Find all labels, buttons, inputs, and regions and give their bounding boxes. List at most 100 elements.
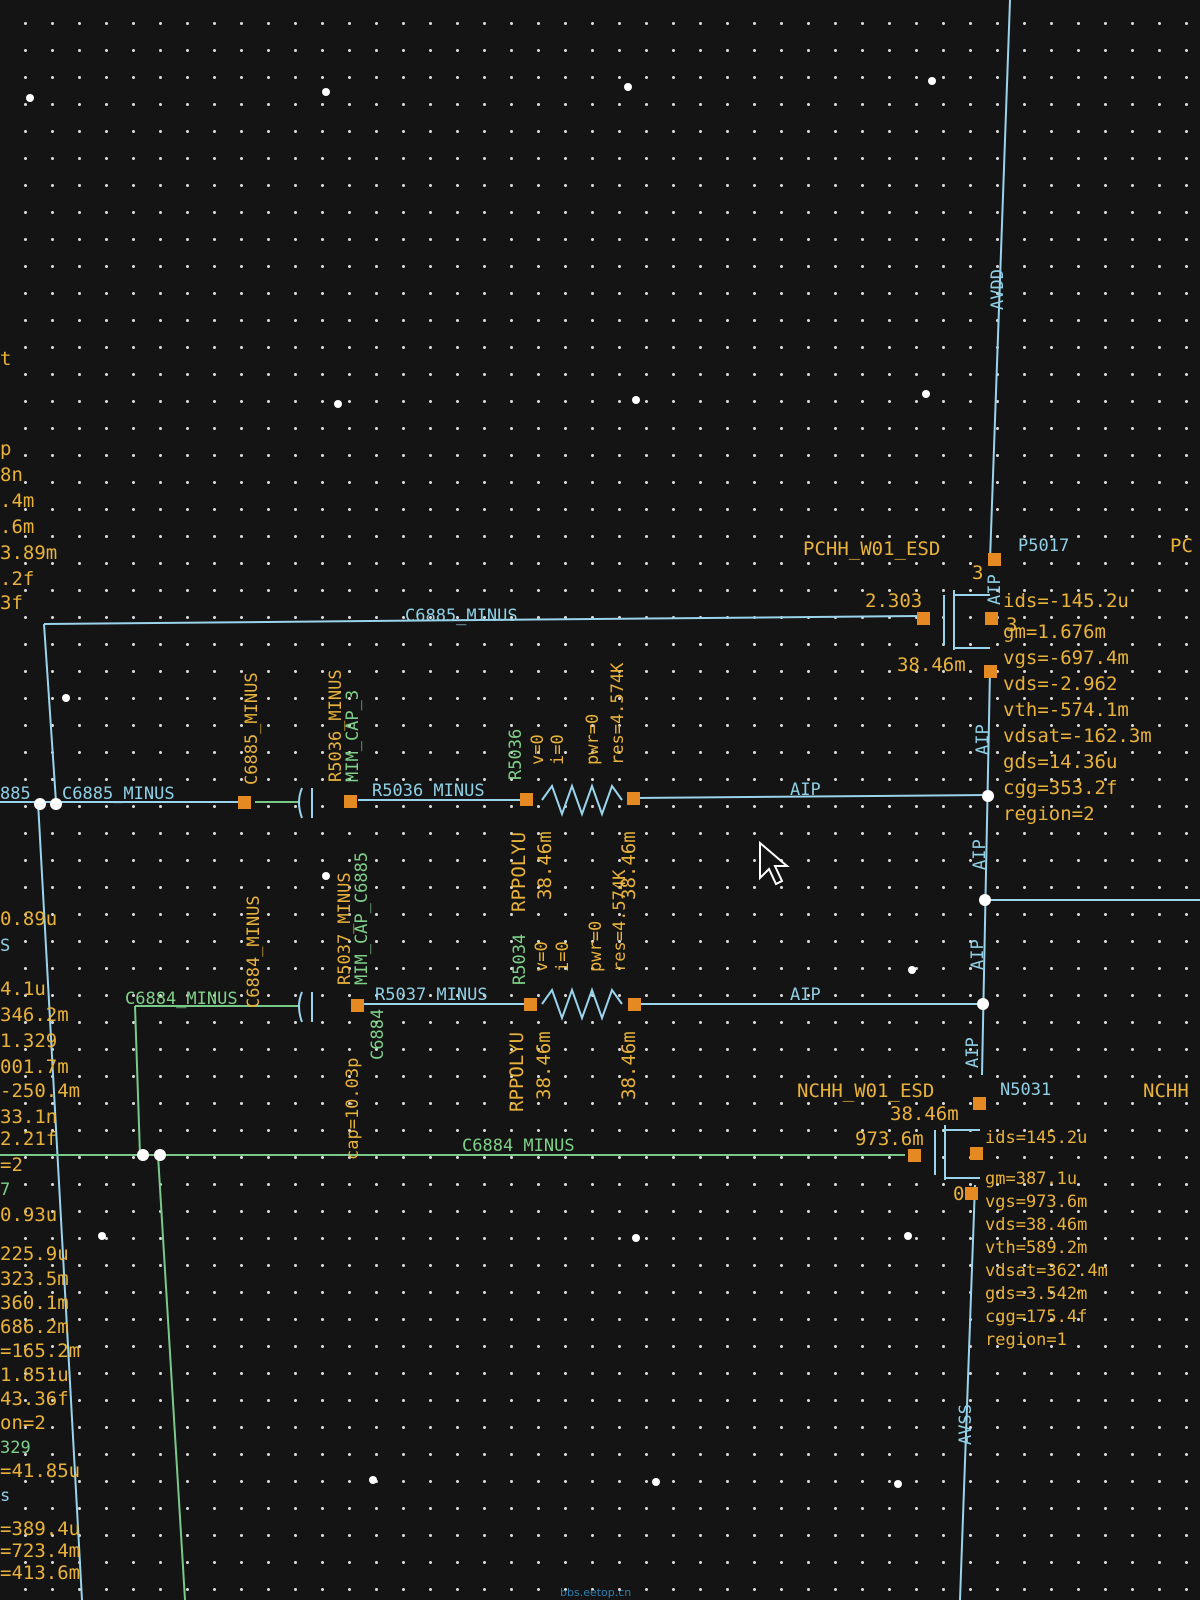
r5036-zigzag (541, 783, 623, 817)
avss-wire (959, 1184, 976, 1600)
aip-net-label: AIP (973, 724, 993, 755)
r5036-left-cap-pin[interactable] (344, 795, 357, 808)
pmos-pin-number: 3 (972, 562, 984, 584)
pmos-param: gds=14.36u (1003, 751, 1118, 773)
pmos-gate-voltage: 2.303 (865, 590, 923, 612)
nmos-param: region=1 (985, 1330, 1067, 1350)
left-param: =723.4m (0, 1540, 81, 1562)
r5034-left-pin[interactable] (524, 998, 537, 1011)
watermark: bbs.eetop.cn (560, 1586, 632, 1599)
c6884-minus-net-label: C6884_MINUS (462, 1136, 575, 1156)
c6884-capacitor (298, 991, 313, 1023)
r5034-instance-label: R5034 (510, 933, 530, 985)
left-param: 4.1u (0, 978, 46, 1000)
aip-net-label: AIP (963, 1037, 983, 1068)
left-param: 33.1n (0, 1106, 58, 1128)
left-param: =389.4u (0, 1518, 81, 1540)
pmos-param: region=2 (1003, 803, 1095, 825)
c6884-instance-label: C6884 (368, 1008, 388, 1060)
r5034-terminal-voltage: 38.46m (618, 1031, 640, 1100)
junction-dot (977, 998, 989, 1010)
nmos-bulk-pin[interactable] (970, 1147, 983, 1160)
pmos-param: vds=-2.962 (1003, 673, 1118, 695)
c6884-right-vertical-wire (157, 1154, 186, 1600)
pmos-bulk-pin[interactable] (985, 612, 998, 625)
r5036-resistance: res=4.574K (608, 662, 628, 765)
left-param: 001.7m (0, 1056, 69, 1078)
left-param: 7 (0, 1180, 11, 1200)
grid-marker (908, 966, 916, 974)
pmos-param-list: ids=-145.2u gm=1.676m vgs=-697.4m vds=-2… (1003, 592, 1152, 831)
nmos-param: cgg=175.4f (985, 1307, 1088, 1327)
pmos-model-label: PCHH_W01_ESD (803, 538, 941, 560)
left-param: =165.2m (0, 1340, 81, 1362)
r5036-current: i=0 (548, 734, 568, 765)
pmos-source-pin[interactable] (988, 553, 1001, 566)
left-param: 2.21f (0, 1128, 58, 1150)
left-param: 360.1m (0, 1292, 69, 1314)
left-param: 346.2m (0, 1004, 69, 1026)
left-param: 8n (0, 464, 23, 486)
pmos-drain-pin[interactable] (984, 665, 997, 678)
left-param: 43.36f (0, 1388, 69, 1410)
r5036-terminal-voltage: 38.46m (534, 831, 556, 900)
r5034-right-pin[interactable] (628, 998, 641, 1011)
left-param: =41.85u (0, 1460, 81, 1482)
left-param: on=2 (0, 1412, 46, 1434)
grid-marker (26, 94, 34, 102)
c6885-left-vertical-wire (43, 623, 57, 803)
nmos-gate-pin[interactable] (908, 1149, 921, 1162)
nmos-drain-pin[interactable] (973, 1097, 986, 1110)
nmos-param: ids=145.2u (985, 1128, 1088, 1148)
c6884-minus-net-label: C6884_MINUS (125, 989, 238, 1009)
left-param: 3f (0, 592, 23, 614)
junction-dot (137, 1149, 149, 1161)
aip-net-label: AIP (790, 985, 821, 1005)
nmos-drain-voltage: 38.46m (890, 1103, 959, 1125)
mouse-pointer-icon (759, 840, 790, 886)
nmos-param: vds=38.46m (985, 1215, 1088, 1235)
aip-net-label: AIP (790, 780, 821, 800)
aip-net-label: AIP (968, 939, 988, 970)
left-param: .2f (0, 568, 35, 590)
r5037-minus-net-label: R5037_MINUS (375, 985, 488, 1005)
r5034-voltage: v=0 (532, 941, 552, 972)
left-param: =413.6m (0, 1562, 81, 1584)
c6885-minus-top-wire (43, 615, 923, 625)
nmos-param: gm=387.1u (985, 1169, 1078, 1189)
nmos-param-list: ids=145.2u gm=387.1u vgs=973.6m vds=38.4… (985, 1130, 1108, 1355)
aip-net-label: AIP (970, 839, 990, 870)
pmos-param: vgs=-697.4m (1003, 647, 1129, 669)
grid-marker (894, 1480, 902, 1488)
nmos-instance-label: N5031 (1000, 1080, 1052, 1100)
pmos-param: cgg=353.2f (1003, 777, 1118, 799)
c6885-capacitor (298, 787, 313, 819)
c6884-cap-value: cap=10.03p (343, 1057, 363, 1160)
nmos-param: vgs=973.6m (985, 1192, 1088, 1212)
nmos-param: vth=589.2m (985, 1238, 1088, 1258)
left-param: 329 (0, 1438, 31, 1458)
pmos-source-voltage: 38.46m (897, 654, 966, 676)
grid-marker (928, 77, 936, 85)
r5036-minus-net-label: R5036_MINUS (372, 781, 485, 801)
pmos-gate-pin[interactable] (917, 612, 930, 625)
r5036-power: pwr=0 (583, 713, 603, 765)
left-param: 686.2m (0, 1316, 69, 1338)
grid-marker (322, 872, 330, 880)
nmos-gate-voltage: 973.6m (855, 1128, 924, 1150)
grid-marker (904, 1232, 912, 1240)
c6885-minus-net-label: C6885_MINUS (62, 784, 175, 804)
r5034-power: pwr=0 (586, 920, 606, 972)
r5036-left-pin[interactable] (520, 793, 533, 806)
r5036-right-pin[interactable] (627, 792, 640, 805)
left-param: 1.329 (0, 1030, 58, 1052)
nmos-pin-number: 0 (953, 1183, 965, 1205)
avss-net-label: AVSS (956, 1404, 976, 1445)
r5034-terminal-voltage: 38.46m (533, 1031, 555, 1100)
c6884-cap-pin[interactable] (351, 999, 364, 1012)
aip-net-label: AIP (985, 574, 1005, 605)
c6885-pin[interactable] (238, 796, 251, 809)
c6884-minus-vertical-label: C6884_MINUS (244, 895, 264, 1008)
nmos-source-pin[interactable] (965, 1187, 978, 1200)
